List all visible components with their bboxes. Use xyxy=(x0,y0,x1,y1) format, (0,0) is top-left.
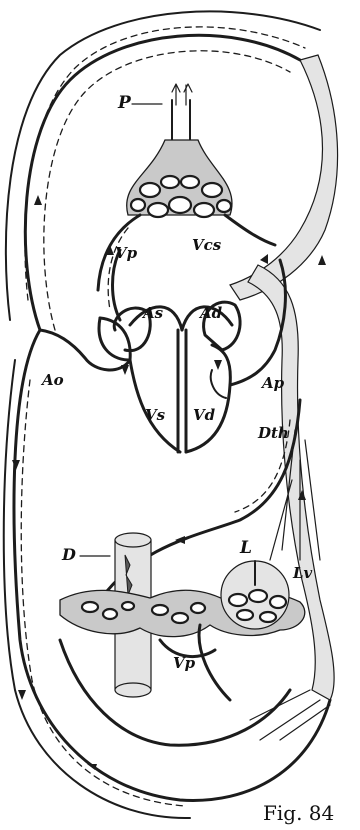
label-D: D xyxy=(61,545,76,564)
label-Vd: Vd xyxy=(193,406,216,424)
label-Lv: Lv xyxy=(292,564,313,582)
label-Ao: Ao xyxy=(40,371,64,389)
portal-system xyxy=(60,561,330,740)
label-Vcs: Vcs xyxy=(192,236,222,254)
figure-caption: Fig. 84 xyxy=(263,801,334,825)
label-Vp-bottom: Vp xyxy=(173,654,196,672)
label-Ap: Ap xyxy=(260,374,285,392)
label-Vp-top: Vp xyxy=(115,244,138,262)
label-P: P xyxy=(117,93,132,113)
label-Dth: Dth xyxy=(257,424,289,442)
label-Vs: Vs xyxy=(145,406,166,424)
label-L: L xyxy=(239,538,252,558)
label-Ad: Ad xyxy=(198,304,223,322)
label-As: As xyxy=(141,304,164,322)
